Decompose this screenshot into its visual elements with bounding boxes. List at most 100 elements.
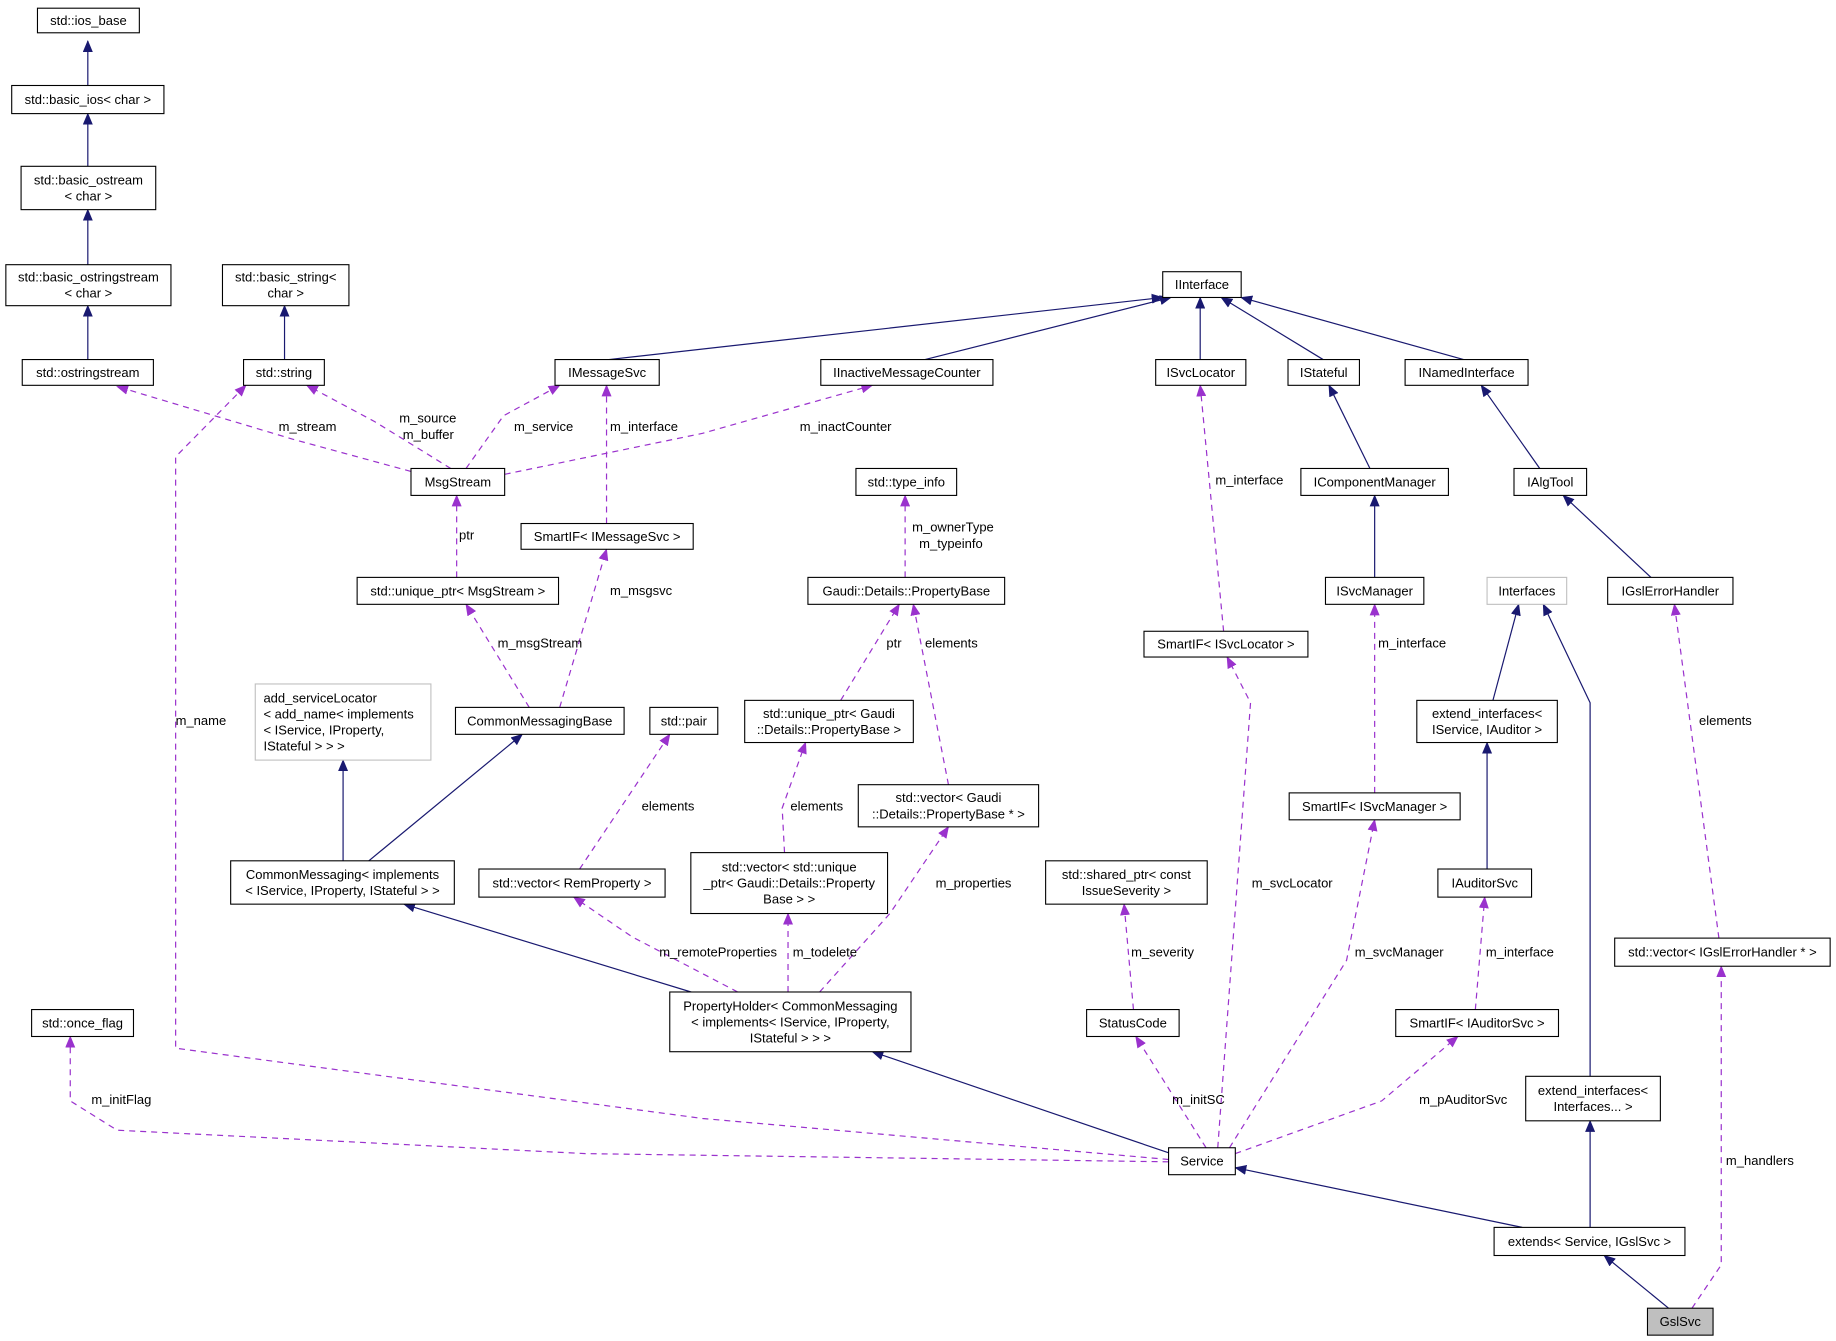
class-node-once[interactable]: std::once_flag (31, 1009, 135, 1038)
class-node-box (5, 264, 172, 307)
class-node-label: IInactiveMessageCounter (833, 365, 981, 380)
edge-ext-if-to-interfaces (1542, 603, 1591, 1077)
class-node-label: IService, IAuditor > (1432, 722, 1542, 737)
class-node-box (855, 467, 958, 496)
class-node-type-info[interactable]: std::type_info (855, 467, 958, 496)
edge-label-m-handlers: m_handlers (1726, 1153, 1794, 1168)
class-node-ext-aud[interactable]: extend_interfaces<IService, IAuditor > (1416, 699, 1558, 744)
class-node-ialgtool[interactable]: IAlgTool (1513, 467, 1588, 496)
class-node-ostringstream[interactable]: std::ostringstream (21, 359, 154, 386)
class-node-imessagesvc[interactable]: IMessageSvc (554, 359, 660, 386)
edge-iinactive-to-iinterface (924, 295, 1172, 361)
class-node-unique-prop[interactable]: std::unique_ptr< Gaudi::Details::Propert… (744, 699, 914, 744)
edge-gslsvc-to-vec-gsl (1691, 965, 1727, 1309)
class-node-box (1155, 359, 1247, 386)
class-node-box (807, 576, 1006, 605)
class-node-isvclocator[interactable]: ISvcLocator (1155, 359, 1247, 386)
edge-label-elements: elements (1699, 713, 1752, 728)
class-node-vec-prop[interactable]: std::vector< Gaudi::Details::PropertyBas… (857, 784, 1040, 828)
class-node-basic-ostringstream[interactable]: std::basic_ostringstream< char > (5, 264, 172, 307)
class-node-vec-rem[interactable]: std::vector< RemProperty > (478, 868, 666, 898)
class-node-label: IComponentManager (1314, 474, 1437, 489)
class-node-gslsvc[interactable]: GslSvc (1646, 1307, 1714, 1336)
class-node-service[interactable]: Service (1168, 1147, 1236, 1176)
class-node-iauditsvc[interactable]: IAuditorSvc (1437, 868, 1533, 898)
class-node-extends[interactable]: extends< Service, IGslSvc > (1493, 1226, 1686, 1257)
class-node-label: Service (1180, 1154, 1223, 1169)
class-node-label: Interfaces... > (1553, 1099, 1632, 1114)
edge-statuscode-to-shared (1120, 903, 1135, 1010)
class-node-ext-if[interactable]: extend_interfaces<Interfaces... > (1525, 1075, 1661, 1122)
class-node-smartif-aud[interactable]: SmartIF< IAuditorSvc > (1395, 1009, 1560, 1038)
class-node-string[interactable]: std::string (243, 359, 325, 386)
class-node-basic-ios[interactable]: std::basic_ios< char > (11, 84, 165, 115)
class-node-box (11, 84, 165, 115)
edge-cm-to-cmbase (368, 733, 524, 862)
class-node-icompmgr[interactable]: IComponentManager (1300, 467, 1449, 496)
class-node-cmbase[interactable]: CommonMessagingBase (454, 706, 625, 735)
class-node-label: std::unique_ptr< Gaudi (763, 706, 895, 721)
class-node-box (1168, 1147, 1236, 1176)
class-node-iinterface[interactable]: IInterface (1162, 271, 1242, 299)
class-node-smartif-mgr[interactable]: SmartIF< ISvcManager > (1288, 792, 1461, 821)
class-node-label: IStateful > > > (263, 739, 344, 754)
class-node-box (31, 1009, 135, 1038)
class-node-basic-ostream[interactable]: std::basic_ostream< char > (20, 165, 157, 211)
edge-cmbase-to-unique-msg (465, 603, 530, 708)
class-node-label: ::Details::PropertyBase > (757, 722, 901, 737)
class-node-box (1513, 467, 1588, 496)
class-node-box (221, 264, 350, 307)
class-node-interfaces[interactable]: Interfaces (1486, 576, 1568, 605)
edge-gslsvc-to-extends (1603, 1254, 1669, 1309)
edge-inamed-to-iinterface (1240, 295, 1464, 361)
class-node-box (1288, 792, 1461, 821)
edge-istateful-to-iinterface (1220, 296, 1324, 361)
class-node-box (857, 784, 1040, 828)
class-node-vec-unique[interactable]: std::vector< std::unique_ptr< Gaudi::Det… (690, 852, 889, 915)
class-node-basic-string[interactable]: std::basic_string<char > (221, 264, 350, 307)
class-node-propbase[interactable]: Gaudi::Details::PropertyBase (807, 576, 1006, 605)
class-node-label: GslSvc (1660, 1314, 1702, 1329)
class-node-add-svc[interactable]: add_serviceLocator< add_name< implements… (254, 683, 432, 761)
class-node-box (1416, 699, 1558, 744)
class-node-smartif-msg[interactable]: SmartIF< IMessageSvc > (520, 522, 694, 550)
class-node-box (21, 359, 154, 386)
class-node-cm[interactable]: CommonMessaging< implements< IService, I… (230, 860, 455, 905)
class-node-label: std::pair (661, 713, 708, 728)
edge-label-elements: elements (790, 798, 843, 813)
edge-service-to-smartif-mgr (1228, 818, 1378, 1149)
class-node-vec-gsl[interactable]: std::vector< IGslErrorHandler * > (1614, 937, 1831, 967)
class-node-istateful[interactable]: IStateful (1287, 359, 1360, 386)
class-node-label: std::basic_ostream (34, 172, 143, 187)
class-node-box (1287, 359, 1360, 386)
edge-service-to-smartif-loc (1217, 656, 1252, 1148)
class-node-label: extends< Service, IGslSvc > (1508, 1234, 1671, 1249)
class-node-box (1143, 630, 1309, 658)
edge-vec-unique-to-unique-prop (781, 741, 807, 853)
class-node-box (36, 7, 140, 34)
class-node-label: IInterface (1175, 277, 1229, 292)
class-node-isvcmgr[interactable]: ISvcManager (1324, 576, 1425, 605)
class-node-inamed[interactable]: INamedInterface (1404, 359, 1529, 386)
class-node-label: IGslErrorHandler (1622, 583, 1720, 598)
edge-label-m-service: m_service (514, 419, 573, 434)
class-node-box (410, 467, 506, 496)
class-node-iinactive[interactable]: IInactiveMessageCounter (820, 359, 994, 386)
class-node-statuscode[interactable]: StatusCode (1086, 1009, 1180, 1038)
edge-label-m-stream: m_stream (279, 419, 337, 434)
class-node-propholder[interactable]: PropertyHolder< CommonMessaging< impleme… (669, 991, 912, 1053)
class-node-msgstream[interactable]: MsgStream (410, 467, 506, 496)
class-node-label: std::vector< IGslErrorHandler * > (1628, 945, 1817, 960)
class-node-box (520, 522, 694, 550)
class-node-label: std::shared_ptr< const (1062, 867, 1191, 882)
class-node-ios-base[interactable]: std::ios_base (36, 7, 140, 34)
class-node-label: < char > (65, 188, 113, 203)
edge-vec-gsl-to-igslerr (1670, 603, 1720, 939)
class-node-smartif-loc[interactable]: SmartIF< ISvcLocator > (1143, 630, 1309, 658)
class-node-unique-msg[interactable]: std::unique_ptr< MsgStream > (356, 576, 560, 605)
class-node-label: std::basic_ios< char > (25, 92, 151, 107)
class-node-pair[interactable]: std::pair (649, 706, 719, 735)
class-node-igslerr[interactable]: IGslErrorHandler (1607, 576, 1734, 605)
